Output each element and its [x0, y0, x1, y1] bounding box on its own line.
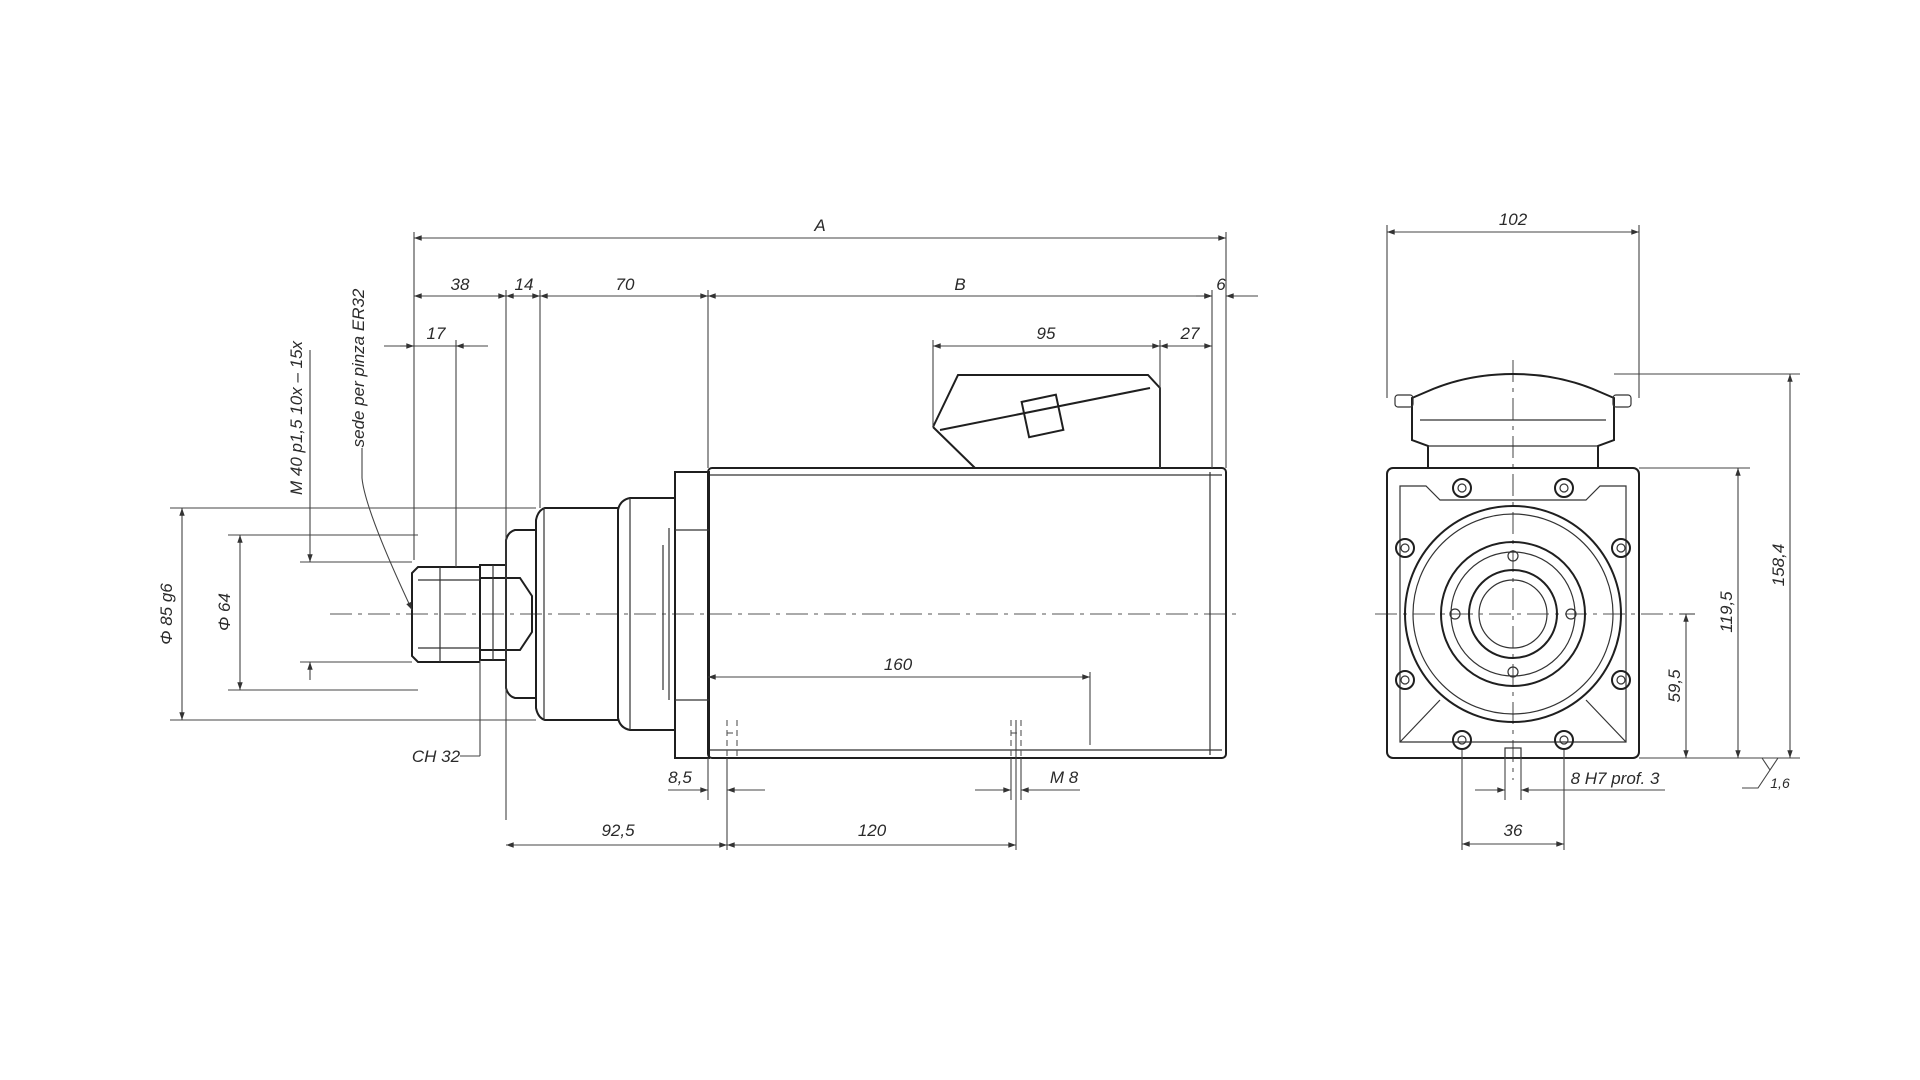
- dim-8-5-label: 8,5: [668, 768, 692, 787]
- dim-36-label: 36: [1504, 821, 1523, 840]
- front-terminal-box: [1411, 372, 1615, 469]
- dim-M8-label: M 8: [1050, 768, 1079, 787]
- flange-outer-circle: [1404, 505, 1622, 723]
- dim-27-label: 27: [1180, 324, 1200, 343]
- front-view: 102 158,4 119,5 59,5 8 H7 prof. 3 36 1,6: [1375, 210, 1800, 850]
- dim-120-label: 120: [858, 821, 887, 840]
- dim-119-5-label: 119,5: [1717, 591, 1736, 633]
- thread-note: M 40 p1,5 10x – 15x: [287, 340, 306, 495]
- dim-160-label: 160: [884, 655, 913, 674]
- side-view: A 38 14 70 B 6 17 95 27 160: [157, 216, 1258, 850]
- dim-phi85-label: Φ 85 g6: [157, 583, 176, 645]
- dim-95-label: 95: [1037, 324, 1056, 343]
- dim-158-4-label: 158,4: [1769, 544, 1788, 587]
- nose-cylinder: [535, 507, 618, 721]
- motor-body: [707, 467, 1227, 759]
- box-clamp: [1020, 393, 1065, 439]
- roughness-symbol: [1738, 757, 1790, 789]
- dim-14-label: 14: [515, 275, 534, 294]
- terminal-box: [932, 374, 1161, 468]
- dim-phi64-label: Φ 64: [215, 593, 234, 631]
- dim-6-label: 6: [1216, 275, 1226, 294]
- collet-seat-leader: [361, 448, 413, 611]
- dim-92-5-label: 92,5: [601, 821, 635, 840]
- dim-17-label: 17: [427, 324, 446, 343]
- key-slot: [1504, 747, 1522, 759]
- front-housing: [617, 497, 675, 731]
- spindle-bore: [1468, 569, 1558, 659]
- slot-note: 8 H7 prof. 3: [1571, 769, 1660, 788]
- collet: [411, 566, 480, 663]
- dim-59-5-label: 59,5: [1665, 669, 1684, 703]
- front-flange-block: [674, 471, 710, 759]
- dim-A-label: A: [813, 216, 825, 235]
- dim-102-label: 102: [1499, 210, 1528, 229]
- dim-70-label: 70: [616, 275, 635, 294]
- dim-B-label: B: [954, 275, 965, 294]
- mount-hole-front: [726, 720, 738, 758]
- bolt-holes: [1395, 478, 1631, 750]
- dim-38-label: 38: [451, 275, 470, 294]
- wrench-size-note: CH 32: [412, 747, 461, 766]
- flange-inner-circle: [1440, 541, 1586, 687]
- collet-seat-note: sede per pinza ER32: [349, 288, 368, 447]
- roughness-value: 1,6: [1770, 775, 1790, 791]
